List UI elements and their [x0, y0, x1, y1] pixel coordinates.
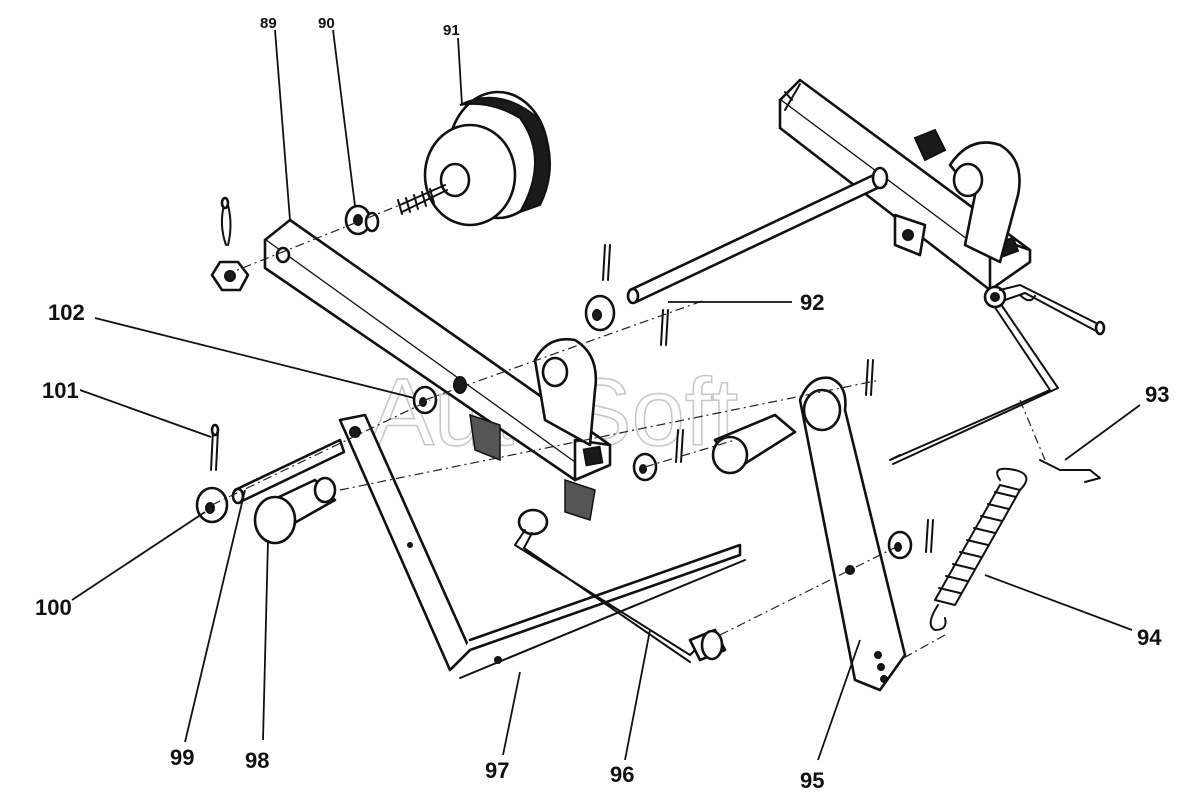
castle-nut [210, 196, 250, 292]
callout-100: 100 [35, 595, 72, 620]
bush-92 [584, 244, 669, 346]
spring-94 [929, 467, 1028, 631]
washer-near-95 [887, 519, 934, 560]
callout-96: 96 [610, 762, 634, 787]
callout-93: 93 [1145, 382, 1169, 407]
clip-93 [1039, 459, 1101, 483]
pedal-arm-97 [338, 413, 746, 679]
callout-101: 101 [42, 378, 79, 403]
rod-96 [514, 508, 727, 663]
clevis-pin-98 [253, 476, 337, 545]
callout-97: 97 [485, 758, 509, 783]
right-cross-beam [778, 78, 1032, 292]
pin-99 [231, 438, 346, 505]
callout-94: 94 [1137, 625, 1162, 650]
main-beam [263, 218, 612, 521]
callout-102: 102 [48, 300, 85, 325]
callout-91: 91 [443, 22, 460, 39]
callout-89: 89 [260, 15, 277, 32]
right-lever [889, 284, 1106, 465]
callout-labels: 89 90 91 92 93 94 95 96 97 98 99 100 101… [35, 15, 1169, 793]
leader-lines [71, 29, 1141, 761]
callout-98: 98 [245, 748, 269, 773]
lever-95 [711, 359, 907, 692]
callout-95: 95 [800, 768, 824, 793]
cross-rod [626, 166, 889, 305]
callout-92: 92 [800, 290, 824, 315]
pin-101 [210, 423, 220, 471]
brake-drum [397, 90, 551, 227]
callout-90: 90 [318, 15, 335, 32]
axis-lines [211, 204, 1046, 661]
callout-99: 99 [170, 745, 194, 770]
